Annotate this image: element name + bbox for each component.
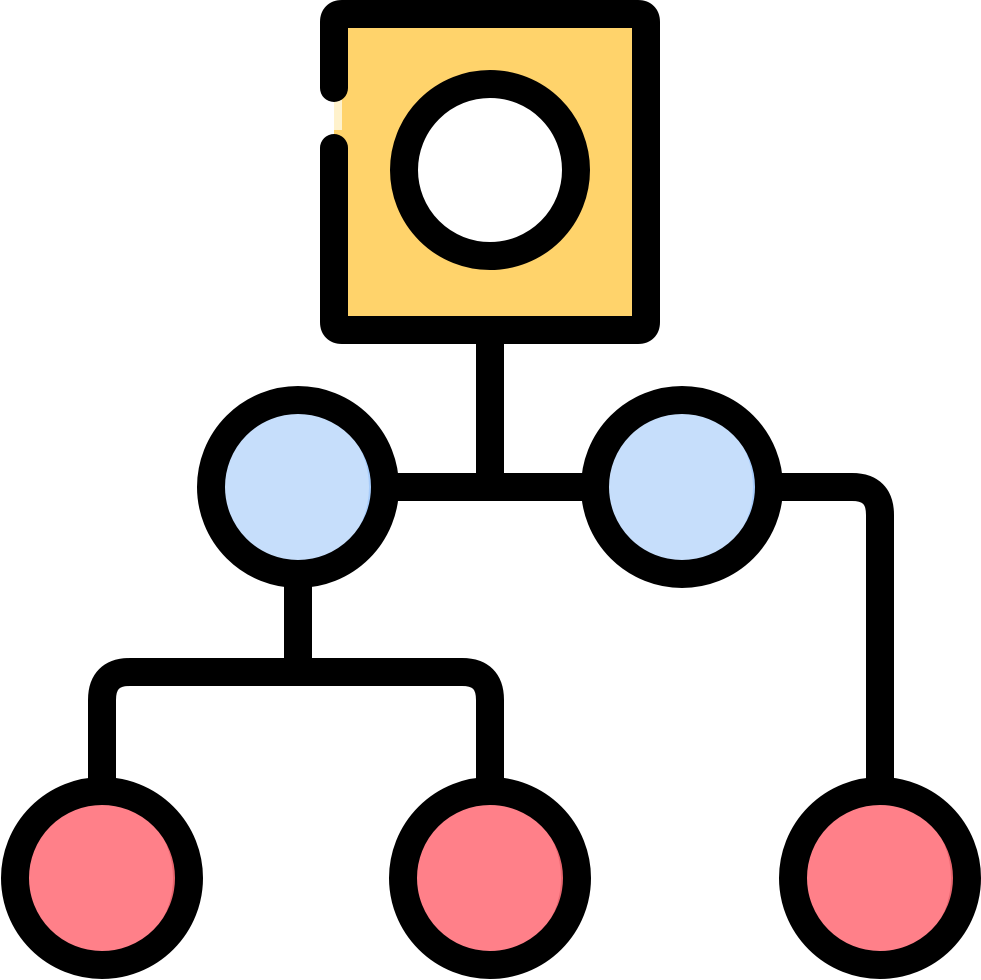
right-branch-path <box>755 473 894 804</box>
root-node <box>320 0 660 344</box>
middle-node-left <box>197 386 399 588</box>
left-branch-bracket <box>88 658 504 804</box>
connector-lines <box>88 316 894 804</box>
middle-node-right <box>581 386 783 588</box>
root-square-highlight <box>334 100 342 130</box>
leaf-node-2 <box>389 777 591 979</box>
leaf-node-1 <box>1 777 203 979</box>
leaf-node-3 <box>779 777 981 979</box>
root-square-outline <box>320 0 660 344</box>
root-circle-outline <box>390 70 590 270</box>
